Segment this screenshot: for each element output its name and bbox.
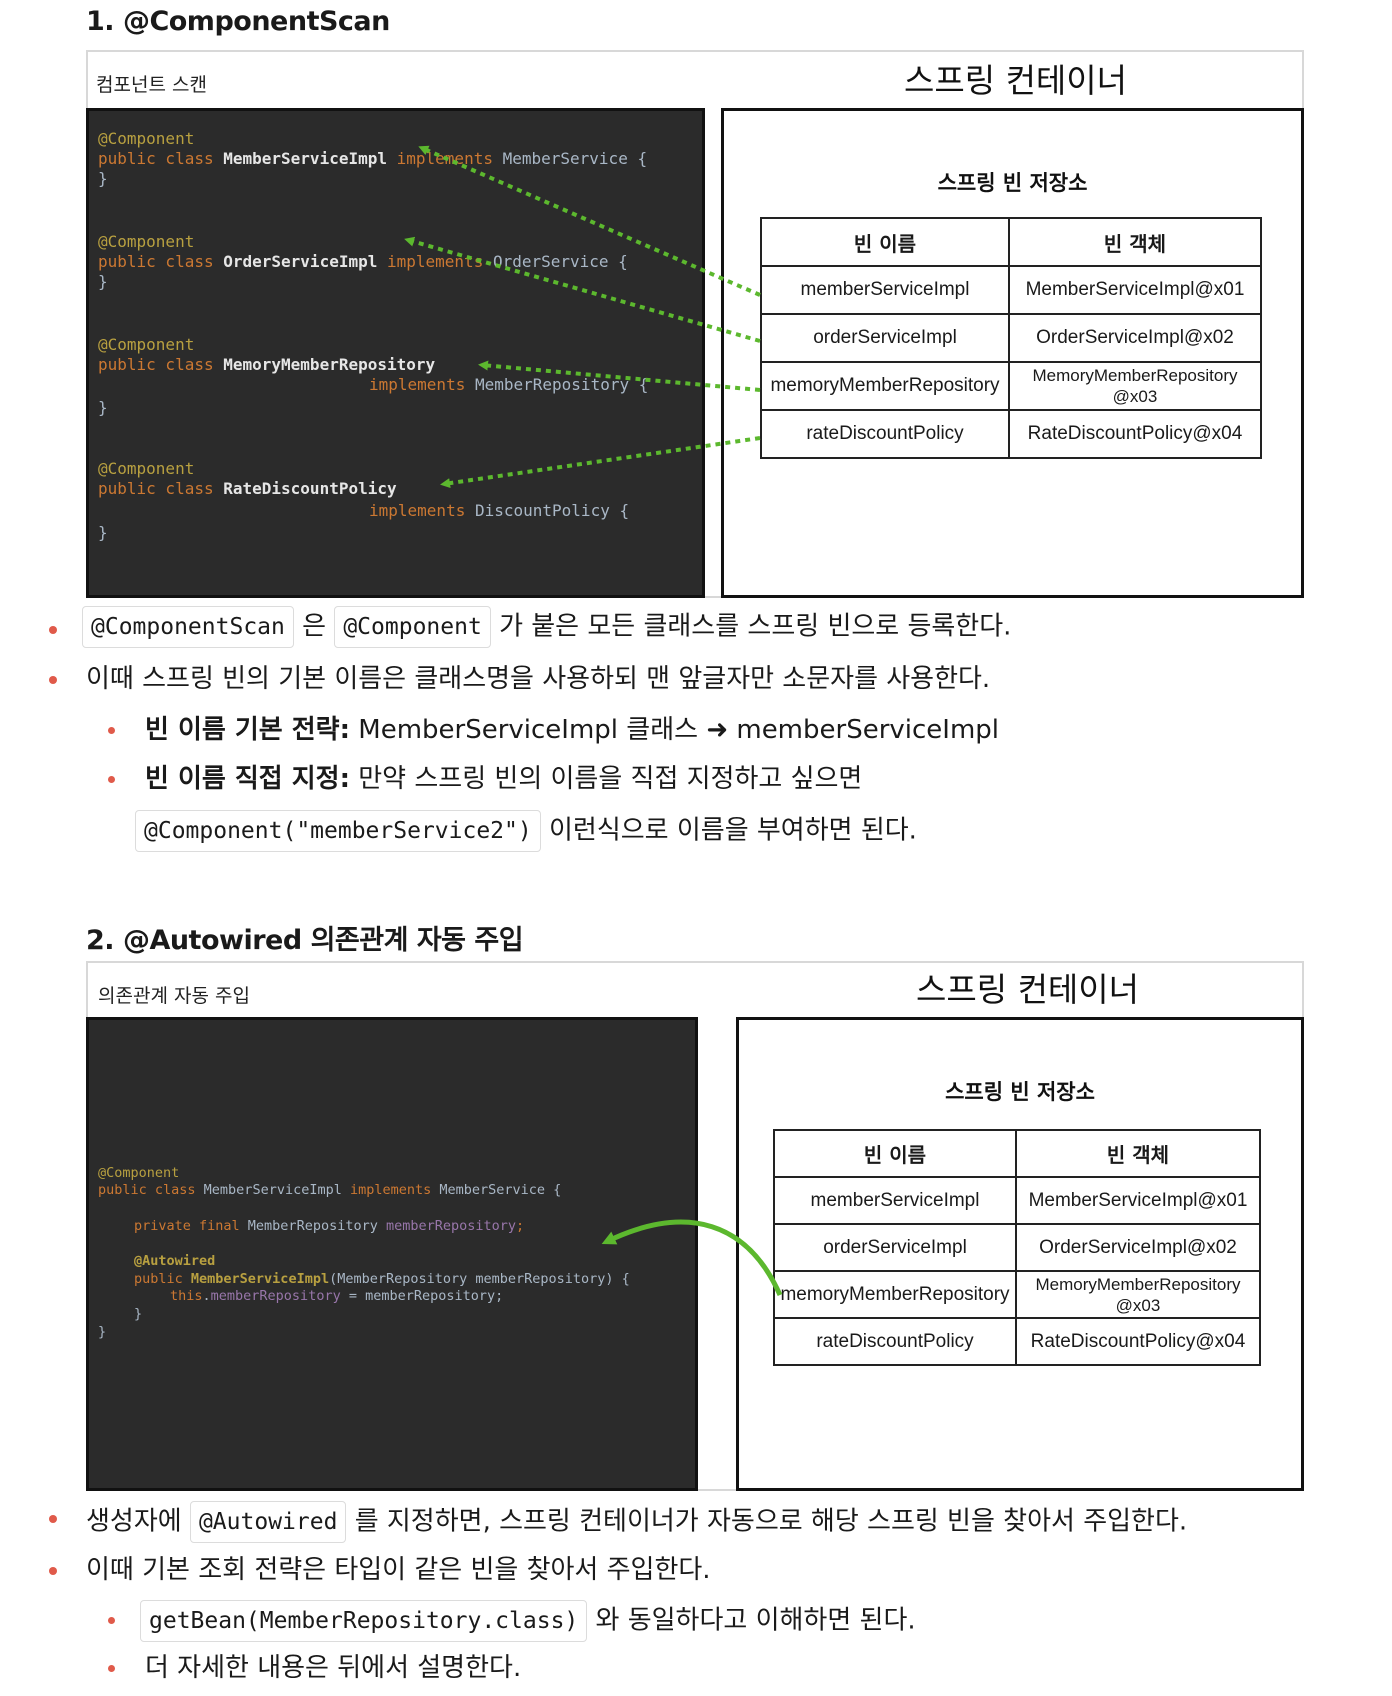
code-line: public class MemoryMemberRepository [98,355,436,374]
arrow-memory-repository [478,360,761,392]
bean-object-cell: MemberServiceImpl@x01 [1015,1176,1261,1225]
code-annotation: @Component [98,335,195,354]
code-line: public MemberServiceImpl(MemberRepositor… [134,1271,630,1287]
bean-object-cell: OrderServiceImpl@x02 [1008,313,1262,363]
bean-name-cell: memoryMemberRepository [760,361,1010,411]
bullet [49,626,57,634]
code-chip: getBean(MemberRepository.class) [140,1600,588,1642]
bullet [49,1515,57,1523]
bean-object-cell: MemoryMemberRepository@x03 [1015,1270,1261,1319]
bean-object-cell: MemberServiceImpl@x01 [1008,265,1262,315]
code-brace: } [98,169,108,188]
sub-bullet [108,1665,115,1672]
bean-name-cell: memberServiceImpl [773,1176,1017,1225]
code-line: public class RateDiscountPolicy [98,479,397,498]
autowired-figure: 의존관계 자동 주입 스프링 컨테이너 @Component public cl… [86,961,1304,1491]
code-brace: } [98,272,108,291]
arrow-repository-injection [601,1219,783,1297]
code-line: public class MemberServiceImpl implement… [98,149,648,168]
container-title: 스프링 컨테이너 [904,61,1128,100]
code-annotation: @Component [98,129,195,148]
code-annotation: @Component [98,1165,180,1181]
code-brace: } [98,523,108,542]
code-chip: @ComponentScan [82,606,294,648]
header-bean-name: 빈 이름 [773,1129,1017,1178]
bean-object-cell: OrderServiceImpl@x02 [1015,1223,1261,1272]
bean-name-cell: orderServiceImpl [760,313,1010,363]
bullet-type-lookup: 이때 기본 조회 전략은 타입이 같은 빈을 찾아서 주입한다. [86,1555,711,1585]
code-line: private final MemberRepository memberRep… [134,1218,525,1234]
code-panel: @Component public class MemberServiceImp… [86,1017,698,1491]
arrow-order-service [404,236,761,343]
autowired-arrow [601,1219,783,1297]
bean-repository-title: 스프링 빈 저장소 [937,171,1088,195]
figure-label: 컴포넌트 스캔 [96,74,207,96]
bean-name-cell: rateDiscountPolicy [760,409,1010,459]
bean-object-cell: RateDiscountPolicy@x04 [1008,409,1262,459]
code-annotation: @Component [98,459,195,478]
sub-bullet-getbean: getBean(MemberRepository.class) 와 동일하다고 … [140,1600,916,1642]
sub-bullet [108,776,115,783]
bean-name-cell: memberServiceImpl [760,265,1010,315]
header-bean-name: 빈 이름 [760,217,1010,267]
bean-name-cell: rateDiscountPolicy [773,1317,1017,1366]
header-bean-object: 빈 객체 [1008,217,1262,267]
component-scan-figure: 컴포넌트 스캔 스프링 컨테이너 @Component public class… [86,50,1304,598]
code-brace: } [98,398,108,417]
sub-bullet-later: 더 자세한 내용은 뒤에서 설명한다. [145,1653,522,1683]
bean-name-cell: memoryMemberRepository [773,1270,1017,1319]
arrow-rate-discount [440,436,761,489]
sub-bullet-direct-name: 빈 이름 직접 지정: 만약 스프링 빈의 이름을 직접 지정하고 싶으면 [145,764,863,794]
figure-label: 의존관계 자동 주입 [98,985,250,1007]
bean-repository-title: 스프링 빈 저장소 [945,1080,1095,1104]
code-panel: @Component public class MemberServiceImp… [86,108,705,598]
bean-object-cell: RateDiscountPolicy@x04 [1015,1317,1261,1366]
bullet-default-name: 이때 스프링 빈의 기본 이름은 클래스명을 사용하되 맨 앞글자만 소문자를 … [86,664,991,694]
scan-arrows [404,145,761,489]
sub-bullet [108,727,115,734]
header-bean-object: 빈 객체 [1015,1129,1261,1178]
sub-bullet [108,1617,115,1624]
code-brace: } [134,1306,143,1322]
bean-object-cell: MemoryMemberRepository@x03 [1008,361,1262,411]
bullet [49,1567,57,1575]
code-brace: } [98,1324,107,1340]
code-line: implements DiscountPolicy { [369,501,630,520]
container-title: 스프링 컨테이너 [916,970,1140,1009]
code-chip: @Autowired [189,1501,347,1543]
bullet-autowired: 생성자에 @Autowired 를 지정하면, 스프링 컨테이너가 자동으로 해… [86,1501,1187,1543]
bean-name-cell: orderServiceImpl [773,1223,1017,1272]
code-line: implements MemberRepository { [369,375,649,394]
section-1-heading: 1. @ComponentScan [86,6,390,37]
sub-bullet-default-strategy: 빈 이름 기본 전략: MemberServiceImpl 클래스 ➜ memb… [145,715,1000,745]
code-line: public class OrderServiceImpl implements… [98,252,628,271]
code-chip: @Component [334,606,491,648]
code-line: this.memberRepository = memberRepository… [170,1288,504,1304]
bullet [49,676,57,684]
arrow-member-service [418,145,761,297]
code-annotation: @Component [98,232,195,251]
bullet-component-scan: @ComponentScan 은 @Component 가 붙은 모든 클래스를… [82,606,1011,648]
code-annotation: @Autowired [134,1253,216,1269]
section-2-heading: 2. @Autowired 의존관계 자동 주입 [86,925,524,956]
code-line: public class MemberServiceImpl implement… [98,1182,562,1198]
sub-bullet-direct-name-cont: @Component("memberService2") 이런식으로 이름을 부… [135,810,917,852]
code-chip: @Component("memberService2") [135,810,541,852]
